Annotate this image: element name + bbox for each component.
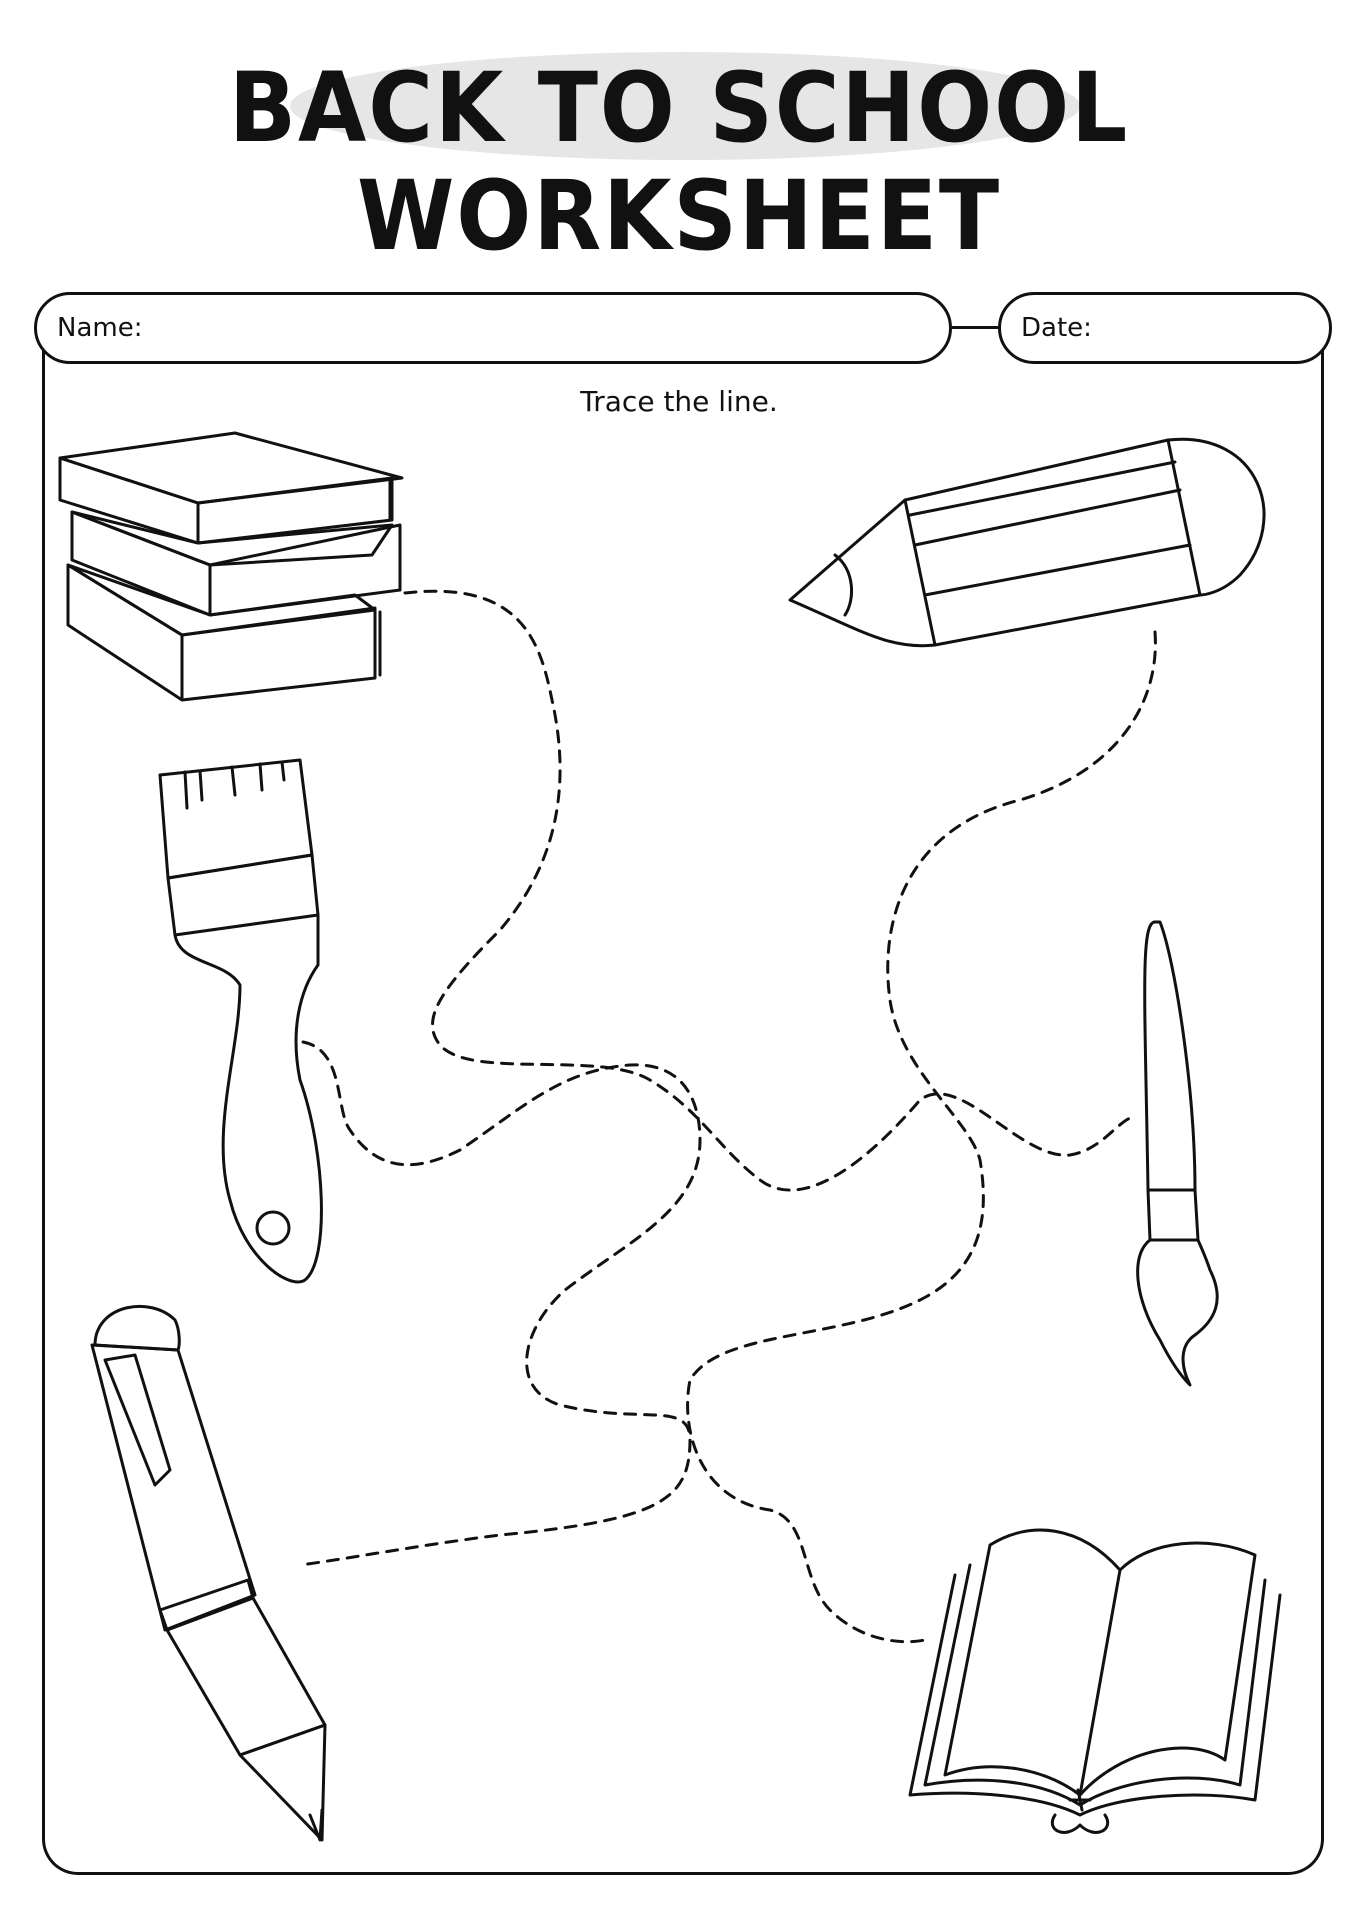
art-brush-icon: [1136, 920, 1219, 1387]
pencil-icon: [788, 437, 1266, 648]
trace-path-books-to-art-brush[interactable]: [403, 589, 1132, 1192]
date-label: Date:: [1021, 313, 1092, 343]
paint-brush-icon: [158, 758, 323, 1284]
title-highlight: [290, 52, 1080, 160]
books-stack-icon: [58, 431, 404, 702]
name-field[interactable]: Name:: [34, 292, 952, 364]
worksheet-title-line1: BACK TO SCHOOL: [228, 52, 1130, 164]
field-connector: [952, 326, 998, 329]
worksheet-frame: [42, 330, 1324, 1875]
worksheet-title-line2: WORKSHEET: [357, 160, 1001, 272]
trace-lines: [298, 589, 1157, 1644]
open-book-icon: [908, 1528, 1282, 1834]
name-label: Name:: [57, 313, 143, 343]
instruction-text: Trace the line.: [580, 385, 778, 418]
trace-path-paint-brush-to-pen[interactable]: [298, 1040, 702, 1567]
date-field[interactable]: Date:: [998, 292, 1332, 364]
pen-icon: [90, 1304, 327, 1842]
trace-path-pencil-to-open-book[interactable]: [686, 630, 1157, 1644]
